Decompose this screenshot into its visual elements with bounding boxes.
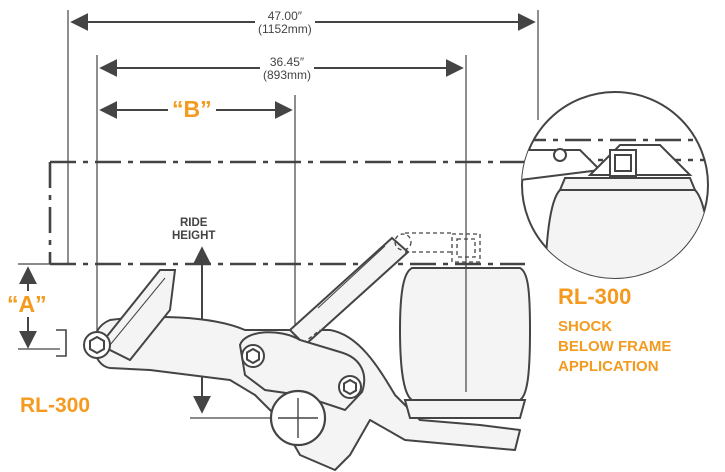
inset-caption: SHOCK BELOW FRAME APPLICATION (558, 317, 671, 377)
a-dimension-label: “A” (5, 291, 49, 317)
spacing-dimension-value: 36.45″ (269, 55, 305, 69)
shock-absorber (288, 236, 410, 347)
air-spring (398, 267, 532, 419)
spacing-dimension-label: 36.45″ (893mm) (260, 55, 315, 82)
ride-height-line2: HEIGHT (172, 230, 216, 242)
overall-dimension-label: 47.00″ (1152mm) (255, 10, 315, 36)
ride-height-label: RIDE HEIGHT (172, 217, 215, 243)
inset-caption-line1: SHOCK (558, 318, 613, 335)
hanger-bracket (98, 269, 177, 362)
pivot-bushing (83, 331, 111, 359)
ride-height-line1: RIDE (179, 217, 208, 229)
inset-caption-line3: APPLICATION (558, 358, 659, 375)
inset-caption-line2: BELOW FRAME (558, 338, 672, 355)
overall-dimension-value: 47.00″ (267, 9, 303, 23)
a-bracket-symbol (56, 329, 67, 357)
frame-rail (48, 160, 525, 266)
axle-seat (238, 331, 366, 412)
spacing-dimension-metric: (893mm) (263, 68, 312, 82)
overall-dimension-metric: (1152mm) (258, 22, 312, 36)
b-dimension-label: “B” (168, 96, 216, 122)
inset-model-label: RL-300 (558, 284, 632, 309)
inset-detail (521, 91, 709, 279)
axle (269, 389, 327, 447)
model-label: RL-300 (20, 394, 91, 417)
